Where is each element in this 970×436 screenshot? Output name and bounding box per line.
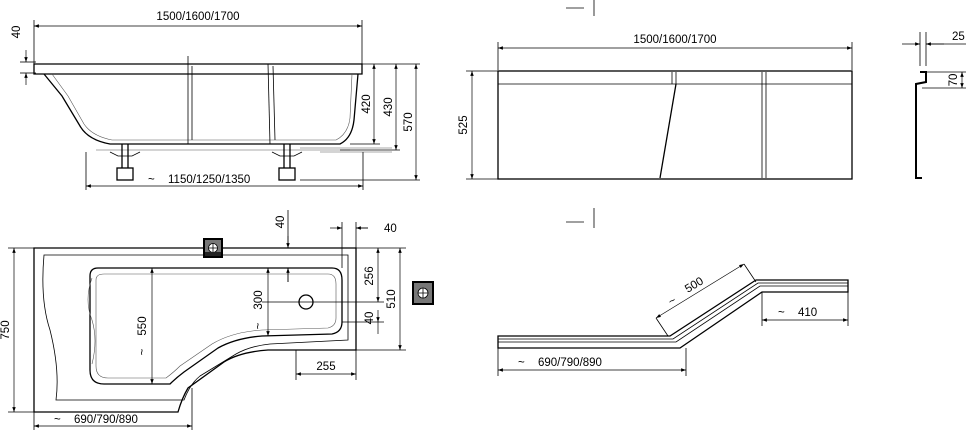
dimension-top-300: 300	[253, 290, 265, 309]
panel-profile-outline	[915, 71, 927, 179]
dimension-profile-lip: 70	[948, 74, 960, 87]
dimension-side-h430: 430	[383, 97, 395, 116]
dimension-side-length: 1500/1600/1700	[156, 11, 239, 23]
dimension-panel-plan-width: 690/790/890	[538, 357, 602, 369]
overflow-valve-icon	[412, 281, 434, 305]
tilde-approx-icon: ~	[54, 414, 61, 426]
dimension-profile-top: 25	[952, 31, 965, 43]
dimension-panel-height: 525	[458, 115, 470, 134]
leg-right	[271, 144, 303, 181]
panel-front-view: 1500/1600/1700 525	[458, 34, 853, 180]
dimension-top-256: 256	[364, 266, 376, 285]
dimension-top-40: 40	[364, 312, 376, 325]
panel-outline	[497, 70, 853, 180]
section-marker-top	[566, 0, 595, 16]
dimension-side-rim: 40	[11, 26, 23, 39]
leg-left	[109, 144, 141, 181]
dimension-top-width: 690/790/890	[74, 414, 138, 426]
dimension-top-750: 750	[0, 320, 12, 339]
drain-valve-icon	[203, 238, 223, 258]
panel-profile: 25 70	[902, 31, 966, 179]
tub-top-outline	[33, 247, 357, 413]
side-view: 1500/1600/1700 40	[11, 11, 420, 190]
panel-plan-view: 500 ~ ~ 410 ~ 690/790/890	[497, 263, 849, 376]
tilde-approx-icon: ~	[778, 307, 785, 319]
tilde-approx-icon: ~	[253, 322, 265, 329]
tilde-approx-icon: ~	[666, 294, 678, 308]
tub-body-outline	[43, 73, 359, 145]
tilde-approx-icon: ~	[137, 348, 149, 355]
dimension-top-offset: 40	[275, 216, 287, 229]
dimension-leg-spacing: 1150/1250/1350	[168, 174, 250, 186]
section-marker-middle	[566, 208, 595, 228]
tilde-approx-icon: ~	[518, 357, 525, 369]
dimension-side-h420: 420	[361, 94, 373, 113]
dimension-panel-slope: 500	[683, 275, 706, 295]
dimension-panel-end: 410	[798, 307, 817, 319]
top-view: 40 40 256 40 510 300 ~ 550 ~ 750	[0, 210, 434, 430]
basin-outline	[89, 267, 343, 385]
dimension-right-offset: 40	[384, 223, 397, 235]
dimension-top-255: 255	[316, 361, 335, 373]
dimension-panel-length: 1500/1600/1700	[633, 34, 716, 46]
dimension-top-510: 510	[386, 289, 398, 308]
tilde-approx-icon: ~	[148, 174, 155, 186]
panel-plan-outline	[497, 279, 849, 349]
dimension-top-550: 550	[137, 316, 149, 335]
dimension-side-h570: 570	[403, 112, 415, 131]
tub-rim	[33, 63, 363, 75]
